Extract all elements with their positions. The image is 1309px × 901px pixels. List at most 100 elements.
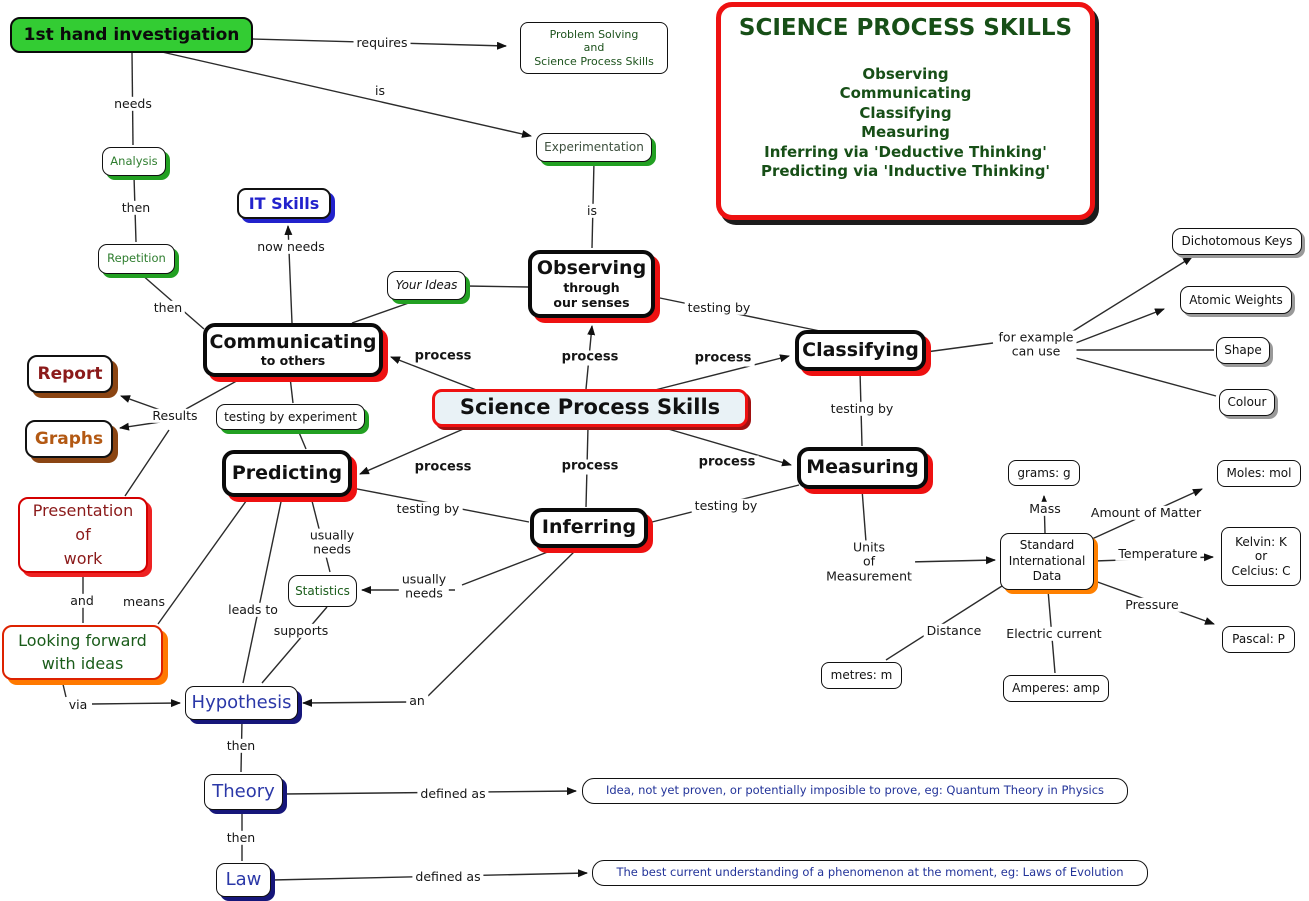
node-graphs-text-0: Graphs [34, 428, 104, 449]
edge-label-mass: Mass [1026, 501, 1064, 517]
node-predicting[interactable]: Predicting [222, 450, 352, 497]
node-it-skills-text-0: IT Skills [248, 193, 320, 213]
node-science-process-skills-legend-text-0: SCIENCE PROCESS SKILLS [738, 15, 1073, 41]
node-amperes[interactable]: Amperes: amp [1003, 675, 1109, 702]
node-metres[interactable]: metres: m [821, 662, 902, 689]
node-moles[interactable]: Moles: mol [1217, 460, 1301, 487]
node-kelvin-celcius-text-0: Kelvin: K [1235, 534, 1287, 549]
node-theory-definition-text-0: Idea, not yet proven, or potentially imp… [605, 783, 1105, 798]
edge-label-distance: Distance [923, 623, 985, 639]
edge-label-amount-of-matter: Amount of Matter [1087, 505, 1205, 521]
node-atomic-weights[interactable]: Atomic Weights [1180, 286, 1292, 314]
edge-your-ideas-observing [465, 285, 529, 288]
edge-communicating-results [185, 377, 243, 410]
node-it-skills[interactable]: IT Skills [237, 188, 331, 219]
node-shape-text-0: Shape [1224, 343, 1262, 358]
edge-label-then-4: then [223, 830, 259, 846]
node-testing-by-experiment[interactable]: testing by experiment [216, 404, 365, 430]
node-colour-text-0: Colour [1227, 395, 1267, 410]
node-looking-forward-with-ideas-text-1: with ideas [41, 653, 124, 673]
node-classifying[interactable]: Classifying [795, 330, 926, 371]
node-law-text-0: Law [225, 869, 262, 891]
node-experimentation-text-0: Experimentation [544, 140, 644, 155]
edge-measuring-units [861, 488, 867, 543]
node-analysis[interactable]: Analysis [102, 147, 166, 176]
edge-label-an: an [406, 693, 428, 709]
edge-label-defined-as-1: defined as [417, 786, 489, 802]
node-theory-definition[interactable]: Idea, not yet proven, or potentially imp… [582, 778, 1128, 804]
edge-for-example-atomic-weights [1072, 308, 1165, 345]
node-shape[interactable]: Shape [1216, 337, 1270, 364]
node-science-process-skills-legend-text-4: Measuring [861, 123, 950, 142]
node-grams[interactable]: grams: g [1008, 460, 1080, 486]
node-colour[interactable]: Colour [1219, 389, 1275, 416]
edge-label-and: and [67, 593, 97, 609]
node-your-ideas-text-0: Your Ideas [395, 278, 458, 293]
node-graphs[interactable]: Graphs [25, 420, 113, 458]
node-kelvin-celcius-text-1: or [1254, 549, 1268, 564]
edge-label-usually-needs-2: usually needs [398, 572, 450, 602]
node-science-process-skills-center[interactable]: Science Process Skills [432, 389, 748, 427]
node-measuring[interactable]: Measuring [797, 447, 928, 489]
edge-label-process-1: process [411, 349, 475, 365]
node-science-process-skills-legend-text-3: Classifying [859, 103, 952, 122]
edge-label-then-2: then [150, 300, 186, 316]
node-moles-text-0: Moles: mol [1226, 466, 1292, 481]
edge-testing-by-experiment-predicting [297, 429, 307, 450]
edge-process-classifying [654, 354, 790, 391]
edge-label-process-5: process [558, 459, 622, 475]
node-theory[interactable]: Theory [204, 774, 283, 810]
edge-label-is-2: is [584, 203, 600, 219]
edge-process-communicating [390, 356, 480, 392]
edge-label-testing-by-3: testing by [691, 498, 761, 514]
node-predicting-text-0: Predicting [231, 461, 343, 484]
node-hypothesis[interactable]: Hypothesis [185, 686, 298, 720]
edge-results-report [120, 395, 164, 412]
node-classifying-text-0: Classifying [802, 338, 919, 361]
edge-label-usually-needs-1: usually needs [306, 528, 358, 558]
node-science-process-skills-legend-text-6: Predicting via 'Inductive Thinking' [760, 162, 1051, 181]
node-metres-text-0: metres: m [830, 668, 893, 683]
node-standard-international-data-text-1: International [1008, 553, 1086, 568]
edge-label-means: means [120, 594, 168, 610]
edge-label-supports: supports [270, 623, 332, 639]
node-science-process-skills-legend-text-5: Inferring via 'Deductive Thinking' [764, 142, 1047, 161]
edge-label-defined-as-2: defined as [412, 869, 484, 885]
edge-label-process-4: process [411, 460, 475, 476]
edge-via-hypothesis [91, 699, 181, 708]
node-presentation-of-work-text-1: of [75, 525, 91, 544]
node-science-process-skills-legend-text-1: Observing [862, 64, 949, 83]
node-first-hand-investigation[interactable]: 1st hand investigation [10, 17, 253, 53]
node-inferring[interactable]: Inferring [530, 508, 648, 548]
edge-label-requires: requires [353, 35, 411, 51]
edge-label-then-3: then [223, 738, 259, 754]
edge-label-then-1: then [118, 200, 154, 216]
node-your-ideas[interactable]: Your Ideas [387, 271, 466, 300]
node-inferring-text-0: Inferring [541, 516, 637, 539]
node-law[interactable]: Law [216, 863, 271, 897]
edge-label-pressure: Pressure [1122, 597, 1182, 613]
node-presentation-of-work-text-0: Presentation [32, 501, 134, 520]
node-communicating-text-0: Communicating [209, 330, 377, 353]
node-experimentation[interactable]: Experimentation [536, 133, 652, 162]
node-hypothesis-text-0: Hypothesis [191, 692, 292, 714]
node-statistics[interactable]: Statistics [288, 575, 357, 607]
node-pascal[interactable]: Pascal: P [1222, 626, 1295, 653]
node-dichotomous-keys[interactable]: Dichotomous Keys [1172, 228, 1302, 255]
edge-sid-distance-metres [885, 585, 1003, 661]
node-law-definition[interactable]: The best current understanding of a phen… [592, 860, 1148, 886]
edge-label-now-needs: now needs [254, 239, 328, 255]
node-report[interactable]: Report [27, 355, 113, 393]
edge-label-testing-by-1: testing by [684, 300, 754, 316]
edge-process-measuring [657, 425, 792, 467]
node-repetition[interactable]: Repetition [98, 244, 175, 274]
